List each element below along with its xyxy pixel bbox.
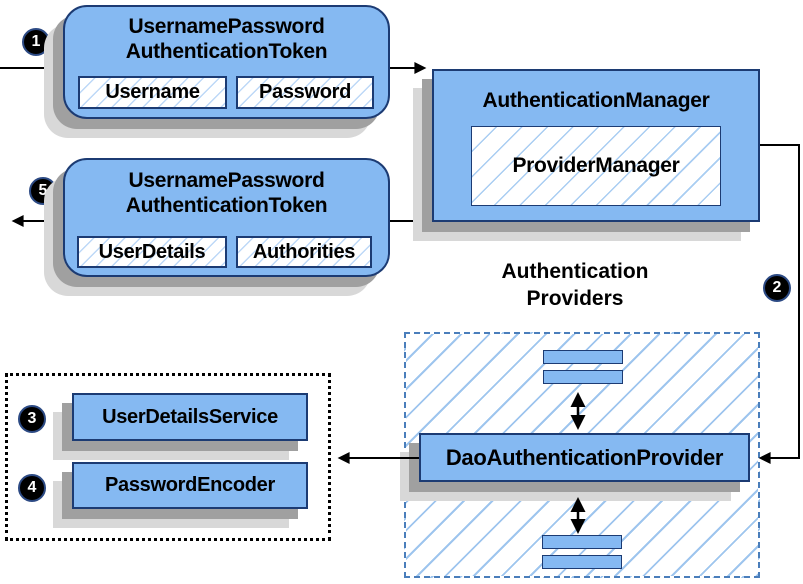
provider-stack-bar	[542, 535, 622, 549]
provider-manager-box: ProviderManager	[471, 126, 721, 206]
password-encoder-box: PasswordEncoder	[72, 462, 308, 509]
providers-heading-line1: Authentication	[501, 260, 649, 283]
step-4-badge: 4	[18, 474, 46, 502]
token-request-title-line1: UsernamePassword	[128, 15, 325, 38]
authentication-manager-title: AuthenticationManager	[482, 89, 710, 112]
step-2-badge: 2	[763, 274, 791, 302]
authorities-field-box: Authorities	[236, 236, 372, 268]
step-3-badge: 3	[18, 405, 46, 433]
token-response-title: UsernamePassword AuthenticationToken	[65, 168, 388, 218]
collaborators-region	[5, 373, 331, 541]
username-password-token-request-box: UsernamePassword AuthenticationToken Use…	[63, 5, 390, 119]
token-request-title: UsernamePassword AuthenticationToken	[65, 14, 388, 64]
provider-stack-bar	[543, 350, 623, 364]
username-field-box: Username	[78, 76, 227, 109]
user-details-service-box: UserDetailsService	[72, 393, 308, 441]
token-request-title-line2: AuthenticationToken	[125, 40, 328, 63]
userdetails-field-box: UserDetails	[77, 236, 227, 268]
step-1-badge: 1	[22, 28, 50, 56]
providers-heading-line2: Providers	[526, 287, 624, 310]
password-field-box: Password	[236, 76, 374, 109]
dao-authentication-provider-box: DaoAuthenticationProvider	[419, 433, 750, 482]
token-response-title-line1: UsernamePassword	[128, 169, 325, 192]
providers-heading: Authentication Providers	[455, 258, 695, 312]
username-password-token-response-box: UsernamePassword AuthenticationToken Use…	[63, 158, 390, 277]
provider-stack-bar	[543, 370, 623, 384]
provider-stack-bar	[542, 555, 622, 569]
step-5-badge: 5	[29, 177, 57, 205]
authentication-manager-box: AuthenticationManager ProviderManager	[432, 69, 760, 222]
token-response-title-line2: AuthenticationToken	[125, 194, 328, 217]
